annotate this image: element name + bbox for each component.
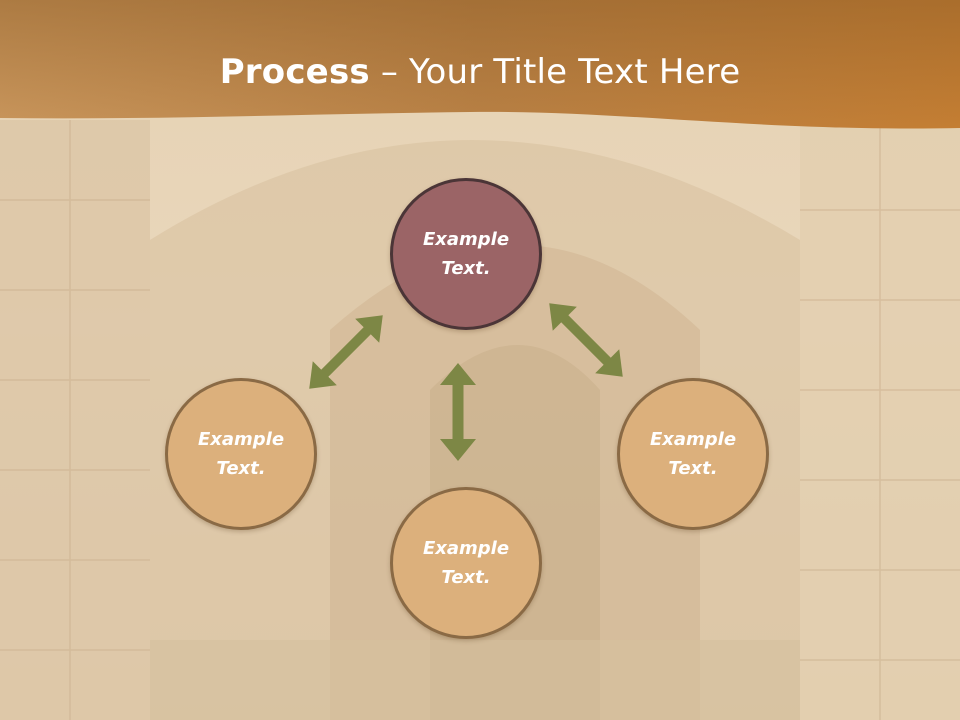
process-node-top: Example Text. [390, 178, 542, 330]
slide-title: Process – Your Title Text Here [0, 52, 960, 92]
arrow-vertical [440, 363, 476, 461]
header-band [0, 0, 960, 129]
process-node-right: Example Text. [617, 378, 769, 530]
process-node-bottom: Example Text. [390, 487, 542, 639]
title-bold-part: Process [219, 52, 370, 92]
process-node-left: Example Text. [165, 378, 317, 530]
arrow-top-left [309, 315, 383, 389]
title-rest-part: – Your Title Text Here [369, 52, 741, 92]
arrow-top-right [549, 303, 623, 377]
